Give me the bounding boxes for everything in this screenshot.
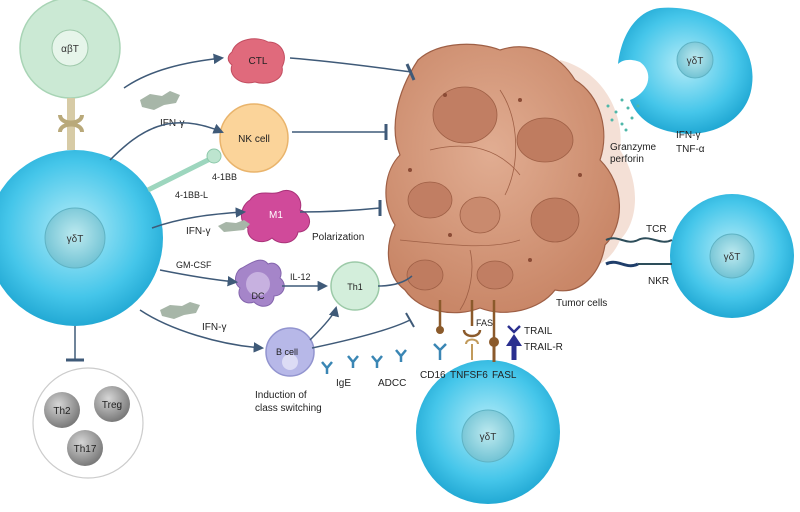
ifn-low-label: IFN-γ xyxy=(202,322,226,333)
class-switch-label-2: class switching xyxy=(255,403,322,414)
nk-cell xyxy=(219,103,289,173)
il12-label: IL-12 xyxy=(290,272,311,282)
tcr-nkr-receptors xyxy=(605,237,673,268)
granzyme-particles xyxy=(606,98,640,132)
tumor-mass xyxy=(385,43,635,314)
class-switch-label-1: Induction of xyxy=(255,390,307,401)
ctl-cell xyxy=(227,38,285,84)
th1-label: Th1 xyxy=(347,282,363,292)
gd-t-top-right-label: γδT xyxy=(687,56,704,67)
polarization-label: Polarization xyxy=(312,232,364,243)
death-receptors xyxy=(433,300,522,362)
suppression-line xyxy=(66,326,84,362)
ifn-tnf-label-1: IFN-γ xyxy=(676,130,700,141)
receptor-link xyxy=(58,98,84,150)
perforin-label: perforin xyxy=(610,154,644,165)
gd-t-cell-top-right xyxy=(618,7,753,134)
trail-r-label: TRAIL-R xyxy=(524,342,563,353)
gd-t-bottom-label: γδT xyxy=(480,432,497,443)
regulatory-cells-group xyxy=(32,367,144,479)
ige-label: IgE xyxy=(336,378,351,389)
antibody-icons xyxy=(321,349,407,374)
ctl-label: CTL xyxy=(249,56,268,67)
ab-t-cell xyxy=(19,0,121,99)
nkr-label: NKR xyxy=(648,276,669,287)
cd16-label: CD16 xyxy=(420,370,446,381)
tnfsf6-label: TNFSF6 xyxy=(450,370,488,381)
trail-label: TRAIL xyxy=(524,326,553,337)
tumor-label: Tumor cells xyxy=(556,298,607,309)
gm-csf-label: GM-CSF xyxy=(176,260,212,270)
nk-label: NK cell xyxy=(238,134,270,145)
dendritic-cell xyxy=(235,259,285,307)
gd-t-cell-right xyxy=(670,194,794,318)
ifn-mid-label: IFN-γ xyxy=(186,226,210,237)
activation-arrows xyxy=(109,53,340,353)
th17-label: Th17 xyxy=(74,444,97,455)
m1-label: M1 xyxy=(269,210,283,221)
gd-t-cell-bottom xyxy=(416,360,560,504)
granzyme-label: Granzyme xyxy=(610,142,657,153)
th2-label: Th2 xyxy=(53,406,71,417)
gd-t-left-label: γδT xyxy=(67,234,84,245)
label-41bb: 4-1BB xyxy=(212,172,237,182)
bcell-label: B cell xyxy=(276,347,298,357)
receptor-41bb xyxy=(146,148,222,193)
inhibition-lines xyxy=(289,57,416,349)
ab-t-label: αβT xyxy=(61,44,79,55)
dc-label: DC xyxy=(252,291,265,301)
b-cell xyxy=(265,327,315,377)
fas-label: FAS xyxy=(476,318,493,328)
tcr-label: TCR xyxy=(646,224,667,235)
m1-macrophage xyxy=(241,190,310,244)
gd-t-right-label: γδT xyxy=(724,252,741,263)
treg-label: Treg xyxy=(102,400,122,411)
adcc-label: ADCC xyxy=(378,378,406,389)
gd-t-cell-left xyxy=(0,150,163,326)
fasl-label: FASL xyxy=(492,370,517,381)
cytokine-clouds xyxy=(140,91,250,319)
label-41bb-l: 4-1BB-L xyxy=(175,190,208,200)
ifn-tnf-label-2: TNF-α xyxy=(676,144,705,155)
